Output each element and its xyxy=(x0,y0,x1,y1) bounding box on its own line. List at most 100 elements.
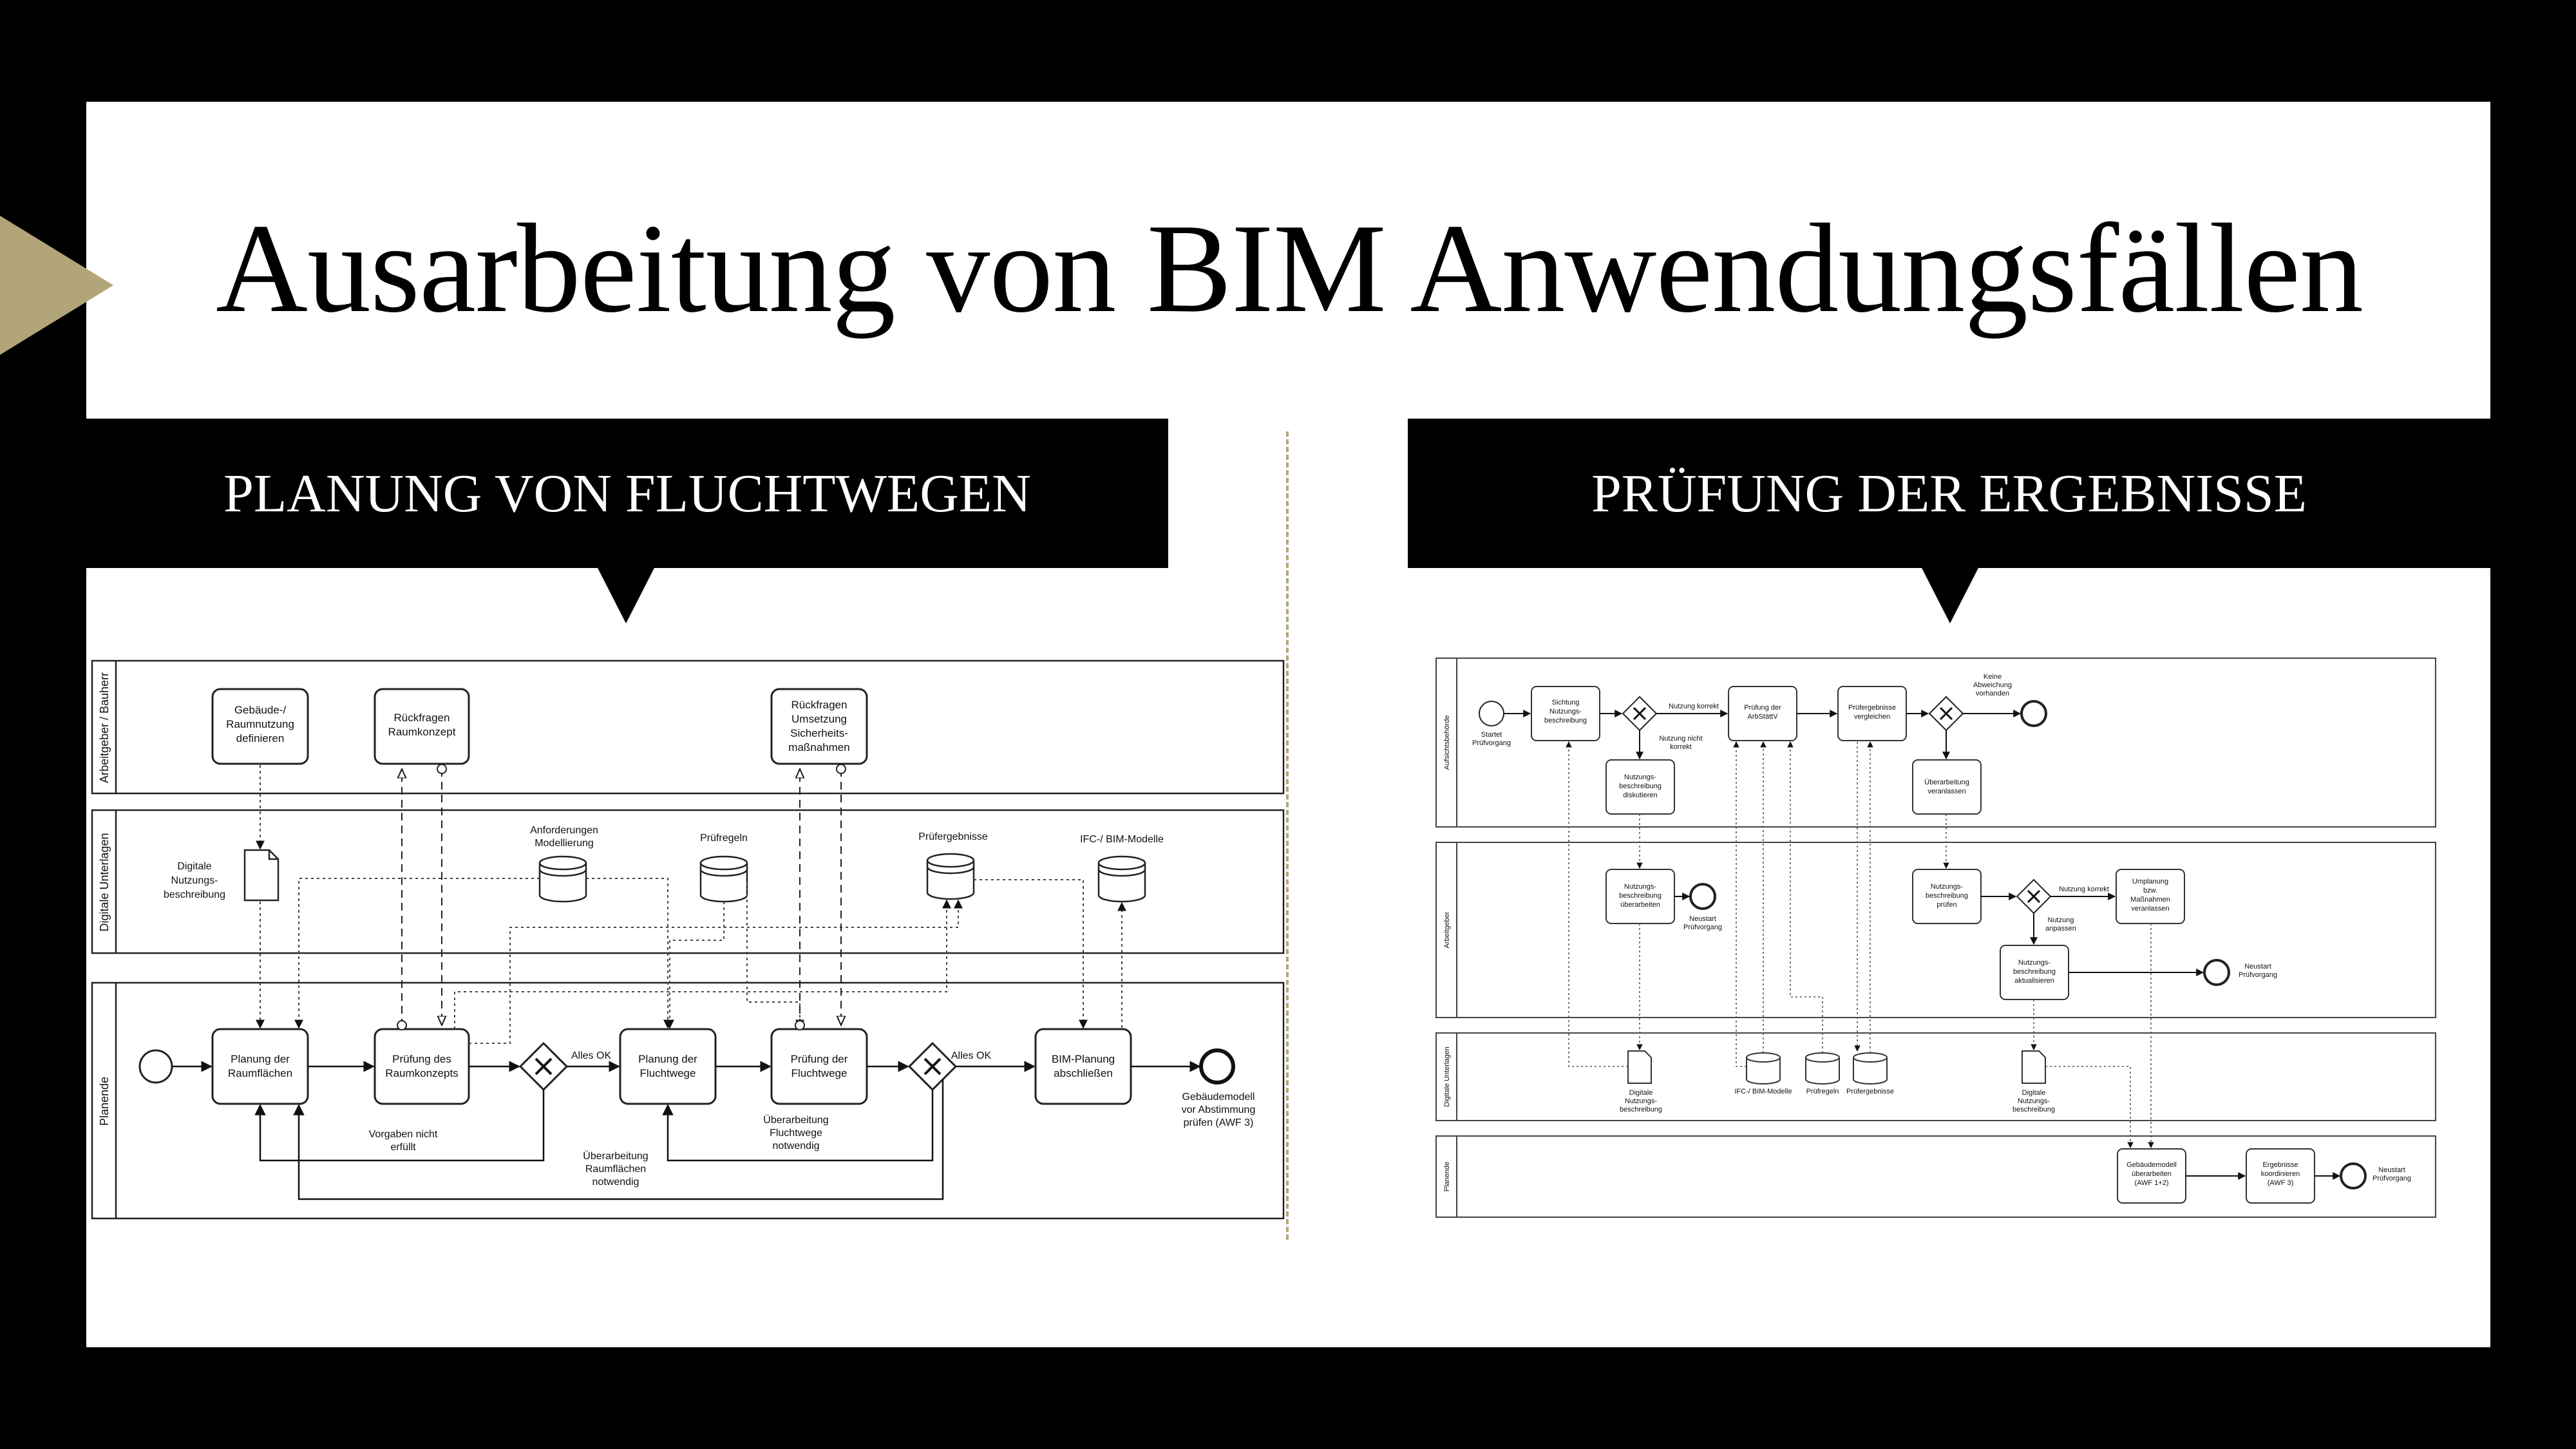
svg-text:vorhanden: vorhanden xyxy=(1976,690,2009,697)
svg-text:Nutzung korrekt: Nutzung korrekt xyxy=(2059,886,2109,893)
svg-text:Überarbeitung: Überarbeitung xyxy=(1924,779,1969,786)
svg-text:Planung der: Planung der xyxy=(638,1053,697,1065)
svg-text:maßnahmen: maßnahmen xyxy=(788,741,849,753)
slide-title: Ausarbeitung von BIM Anwendungsfällen xyxy=(216,198,2363,339)
svg-text:Prüfung der: Prüfung der xyxy=(791,1053,848,1065)
svg-text:beschreibung: beschreibung xyxy=(1619,782,1662,790)
svg-text:Neustart: Neustart xyxy=(1689,915,1716,923)
svg-text:Nutzungs-: Nutzungs- xyxy=(1625,1097,1657,1105)
svg-text:Prüfvorgang: Prüfvorgang xyxy=(2239,971,2277,979)
svg-text:Sichtung: Sichtung xyxy=(1552,699,1580,706)
svg-text:IFC-/ BIM-Modelle: IFC-/ BIM-Modelle xyxy=(1734,1088,1792,1095)
svg-text:Keine: Keine xyxy=(1984,673,2002,681)
svg-text:vergleichen: vergleichen xyxy=(1854,713,1890,721)
svg-text:Nutzung korrekt: Nutzung korrekt xyxy=(1669,703,1719,710)
task-rueckfragen-raum xyxy=(374,688,470,765)
lane-label-arbeitgeber: Arbeitgeber / Bauherr xyxy=(98,672,111,783)
start-event-icon xyxy=(138,1049,173,1084)
svg-text:Nutzungs-: Nutzungs- xyxy=(1624,773,1656,781)
svg-text:Prüfergebnisse: Prüfergebnisse xyxy=(1848,704,1896,712)
task-rueckfragen-sicherheit xyxy=(770,688,868,765)
lane-arbeitgeber xyxy=(1435,842,2436,1018)
task-umplanung xyxy=(2116,869,2185,924)
svg-text:bzw.: bzw. xyxy=(2143,887,2157,895)
svg-text:Nutzung nicht: Nutzung nicht xyxy=(1659,735,1702,743)
svg-text:Nutzungs-: Nutzungs- xyxy=(1624,883,1656,891)
svg-text:(AWF 3): (AWF 3) xyxy=(2268,1179,2294,1187)
lane-aufsichtsbehoerde xyxy=(1435,658,2436,828)
svg-text:Fluchtwege: Fluchtwege xyxy=(770,1128,822,1139)
end-event-icon xyxy=(1199,1048,1235,1084)
svg-text:Umplanung: Umplanung xyxy=(2132,878,2168,886)
svg-text:Aufsichtsbehörde: Aufsichtsbehörde xyxy=(1443,715,1451,770)
svg-text:Prüfvorgang: Prüfvorgang xyxy=(1472,739,1511,747)
svg-text:Digitale: Digitale xyxy=(1629,1089,1653,1097)
right-banner-notch xyxy=(1921,567,1979,623)
svg-text:Sicherheits-: Sicherheits- xyxy=(790,727,848,739)
svg-text:überarbeiten: überarbeiten xyxy=(2132,1170,2172,1178)
task-ueberarbeitung xyxy=(1912,759,1982,815)
task-raumnutzung xyxy=(211,688,309,765)
svg-text:Prüfregeln: Prüfregeln xyxy=(1806,1088,1839,1095)
task-bim-planung xyxy=(1034,1028,1132,1105)
svg-text:Nutzungs-: Nutzungs- xyxy=(1931,883,1963,891)
db-anforderungen-icon xyxy=(538,855,587,903)
lane-planende xyxy=(91,981,1285,1220)
svg-text:diskutieren: diskutieren xyxy=(1623,791,1657,799)
left-bpmn-diagram: Arbeitgeber / Bauherr Digitale Unterlage… xyxy=(91,659,1285,1220)
svg-text:Modellierung: Modellierung xyxy=(535,838,594,849)
svg-text:beschreibung: beschreibung xyxy=(1926,892,1968,900)
section-divider xyxy=(1286,431,1289,1240)
task-planung-raum xyxy=(211,1028,309,1105)
svg-text:Digitale: Digitale xyxy=(2022,1089,2046,1097)
svg-text:Umsetzung: Umsetzung xyxy=(791,713,847,725)
svg-text:Rückfragen: Rückfragen xyxy=(791,699,848,711)
svg-text:Maßnahmen: Maßnahmen xyxy=(2130,896,2170,904)
doc-nutzungsbeschreibung-icon xyxy=(243,849,279,902)
svg-text:erfüllt: erfüllt xyxy=(390,1142,416,1153)
end-event-icon xyxy=(2203,959,2230,986)
gateway-x-icon-2 xyxy=(907,1041,958,1092)
lane-digitale-unterlagen xyxy=(91,809,1285,954)
svg-text:Nutzungs-: Nutzungs- xyxy=(1549,708,1582,715)
lane-arbeitgeber xyxy=(91,659,1285,795)
svg-text:Raumkonzepts: Raumkonzepts xyxy=(385,1067,458,1079)
lane-label-digitale: Digitale Unterlagen xyxy=(98,833,111,931)
task-diskutieren xyxy=(1605,759,1675,815)
svg-text:Alles OK: Alles OK xyxy=(571,1050,612,1061)
svg-text:Nutzungs-: Nutzungs- xyxy=(2018,1097,2050,1105)
svg-text:Nutzungs-: Nutzungs- xyxy=(2018,959,2050,967)
svg-text:definieren: definieren xyxy=(236,732,285,744)
right-section-banner: PRÜFUNG DER ERGEBNISSE xyxy=(1408,419,2490,568)
svg-text:prüfen: prüfen xyxy=(1937,901,1956,909)
svg-text:Prüfung der: Prüfung der xyxy=(1744,704,1781,712)
gateway-x-icon-1 xyxy=(518,1041,569,1092)
svg-text:beschreibung: beschreibung xyxy=(1619,892,1662,900)
db-pruefergebnisse-icon xyxy=(926,853,975,900)
svg-text:Fluchtwege: Fluchtwege xyxy=(640,1067,696,1079)
svg-text:beschreibung: beschreibung xyxy=(164,889,225,900)
task-pruefung-flucht xyxy=(770,1028,868,1105)
svg-text:beschreibung: beschreibung xyxy=(2013,968,2056,976)
svg-text:Alles OK: Alles OK xyxy=(951,1050,992,1061)
svg-text:Gebäudemodell: Gebäudemodell xyxy=(1182,1092,1255,1103)
svg-text:Planung der: Planung der xyxy=(231,1053,290,1065)
svg-text:Digitale Unterlagen: Digitale Unterlagen xyxy=(1443,1046,1451,1107)
svg-text:korrekt: korrekt xyxy=(1670,743,1692,751)
svg-text:Prüfregeln: Prüfregeln xyxy=(700,833,748,844)
svg-text:Prüfvorgang: Prüfvorgang xyxy=(2372,1175,2411,1182)
svg-text:Überarbeitung: Überarbeitung xyxy=(583,1150,648,1162)
svg-text:Rückfragen: Rückfragen xyxy=(394,712,450,724)
svg-text:anpassen: anpassen xyxy=(2045,925,2076,933)
svg-text:BIM-Planung: BIM-Planung xyxy=(1052,1053,1115,1065)
lane-digitale-unterlagen xyxy=(1435,1032,2436,1121)
svg-text:Prüfergebnisse: Prüfergebnisse xyxy=(1846,1088,1894,1095)
db-pruefregeln-icon xyxy=(699,855,748,903)
svg-text:aktualisieren: aktualisieren xyxy=(2014,977,2054,985)
svg-text:Planende: Planende xyxy=(1443,1162,1451,1192)
right-section-title: PRÜFUNG DER ERGEBNISSE xyxy=(1591,463,2307,524)
left-section-title: PLANUNG VON FLUCHTWEGEN xyxy=(223,463,1031,524)
right-bpmn-diagram: Aufsichtsbehörde Arbeitgeber Digitale Un… xyxy=(1435,658,2436,1218)
svg-text:Raumnutzung: Raumnutzung xyxy=(226,718,294,730)
start-event-icon xyxy=(1479,701,1504,726)
